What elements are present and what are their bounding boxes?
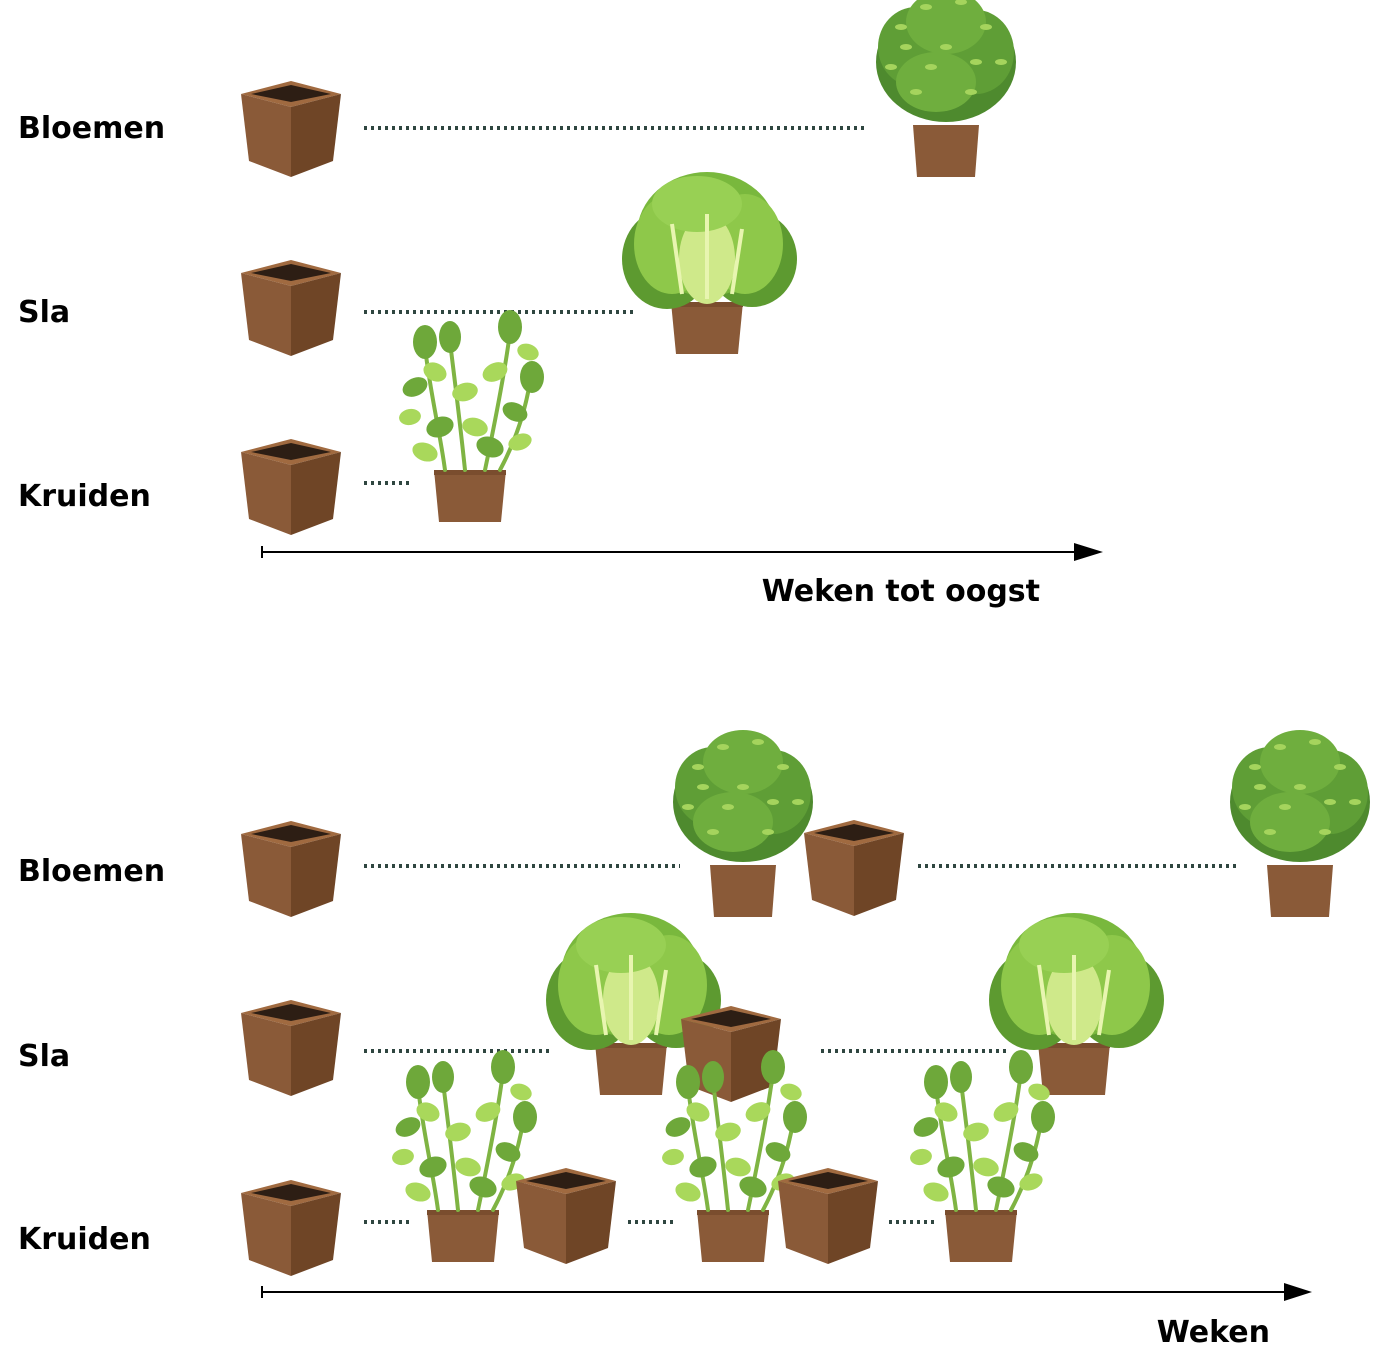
empty-pot-icon	[241, 439, 341, 535]
empty-pot-icon	[241, 260, 341, 356]
empty-pot-icon	[778, 1168, 878, 1264]
herb-icon	[909, 1050, 1055, 1262]
diagram-succession-planting: Bloemen Sla Kruiden Weken	[18, 730, 1370, 1347]
empty-pot-icon	[241, 1000, 341, 1096]
time-axis	[262, 1283, 1312, 1301]
lettuce-icon	[622, 172, 797, 354]
row-label-sla: Sla	[18, 295, 70, 330]
row-label-kruiden: Kruiden	[18, 479, 151, 514]
diagram-harvest-time: Bloemen Sla Kruiden Weken tot oogst	[18, 0, 1103, 609]
row-label-kruiden: Kruiden	[18, 1222, 151, 1257]
flower-plant-icon	[876, 0, 1016, 177]
axis-label: Weken tot oogst	[762, 574, 1040, 609]
empty-pot-icon	[241, 81, 341, 177]
flower-plant-icon	[673, 730, 813, 917]
empty-pot-icon	[241, 821, 341, 917]
herb-icon	[391, 1050, 537, 1262]
row-label-sla: Sla	[18, 1039, 70, 1074]
row-label-bloemen: Bloemen	[18, 854, 165, 889]
herb-icon	[398, 310, 544, 522]
empty-pot-icon	[241, 1180, 341, 1276]
row-label-bloemen: Bloemen	[18, 111, 165, 146]
empty-pot-icon	[804, 820, 904, 916]
flower-plant-icon	[1230, 730, 1370, 917]
axis-label: Weken	[1157, 1315, 1270, 1347]
empty-pot-icon	[516, 1168, 616, 1264]
time-axis	[262, 543, 1103, 561]
